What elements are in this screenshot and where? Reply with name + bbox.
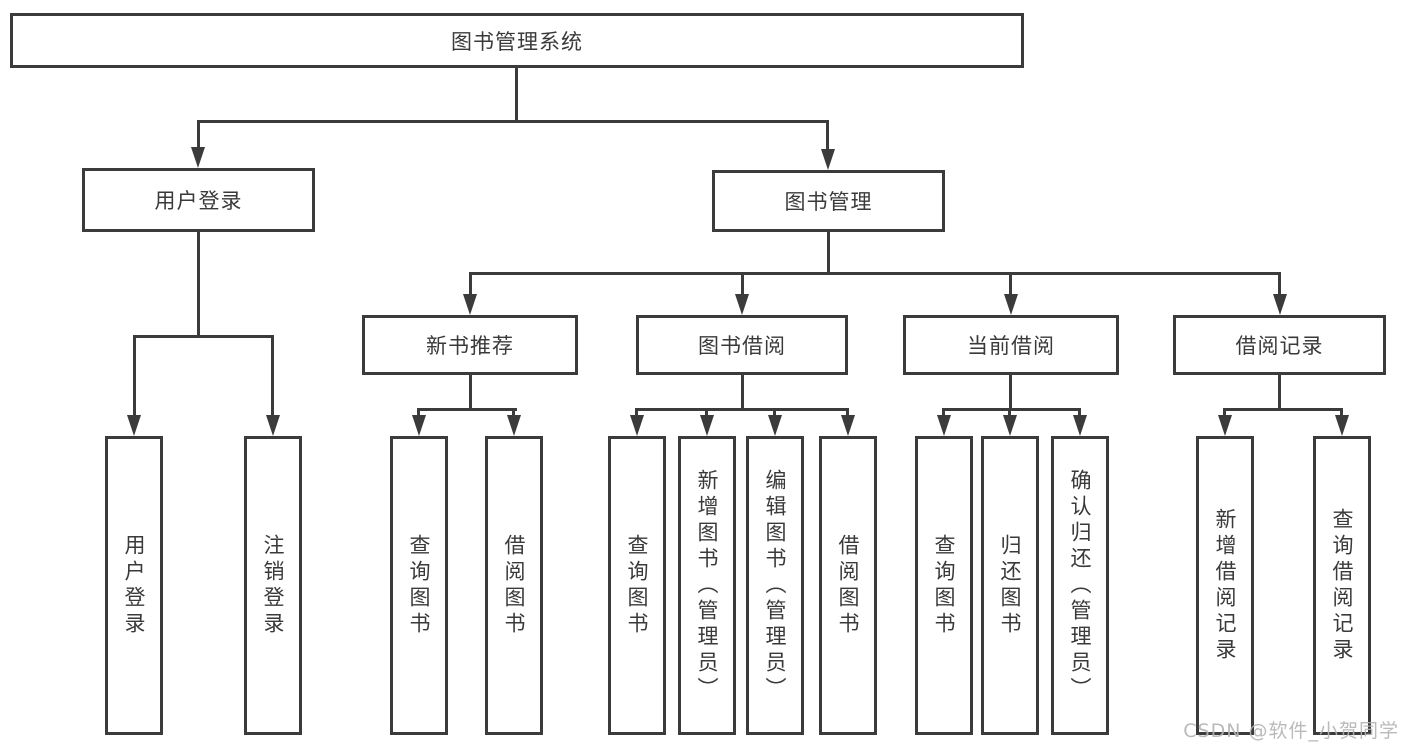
arrow-down-icon [1073, 415, 1087, 436]
connector-line [773, 408, 776, 415]
leaf-query-borrow-record-label: 查询借阅记录 [1330, 507, 1354, 664]
leaf-query-borrow-record: 查询借阅记录 [1313, 436, 1371, 735]
node-book-borrowing-label: 图书借阅 [698, 334, 786, 358]
connector-line [1009, 272, 1012, 294]
connector-line [827, 232, 830, 272]
leaf-confirm-return-admin-label: 确认归还（管理员） [1068, 468, 1092, 703]
connector-line [271, 335, 274, 415]
connector-line [846, 408, 849, 415]
node-book-management: 图书管理 [712, 170, 945, 232]
connector-line [197, 120, 829, 123]
leaf-return-books-label: 归还图书 [998, 533, 1022, 638]
connector-line [1340, 408, 1343, 415]
leaf-edit-book-admin: 编辑图书（管理员） [746, 436, 804, 735]
leaf-logout: 注销登录 [244, 436, 302, 735]
leaf-query-books-current-label: 查询图书 [932, 533, 956, 638]
node-new-book-recommend: 新书推荐 [362, 315, 578, 375]
connector-line [1278, 272, 1281, 294]
arrow-down-icon [1335, 415, 1349, 436]
connector-line [1223, 408, 1226, 415]
leaf-edit-book-admin-label: 编辑图书（管理员） [763, 468, 787, 703]
arrow-down-icon [507, 415, 521, 436]
leaf-add-book-admin: 新增图书（管理员） [678, 436, 736, 735]
leaf-borrow-books-borrowing-label: 借阅图书 [836, 533, 860, 638]
arrow-down-icon [821, 149, 835, 170]
node-borrowing-records-label: 借阅记录 [1235, 334, 1324, 358]
arrow-down-icon [127, 415, 141, 436]
connector-line [1224, 408, 1343, 411]
node-user-login: 用户登录 [82, 168, 315, 232]
node-book-borrowing: 图书借阅 [636, 315, 848, 375]
connector-line [418, 408, 517, 411]
arrow-down-icon [937, 415, 951, 436]
arrow-down-icon [841, 415, 855, 436]
leaf-borrow-books-borrowing: 借阅图书 [819, 436, 877, 735]
leaf-query-books-borrowing: 查询图书 [608, 436, 666, 735]
connector-line [469, 375, 472, 408]
node-user-login-label: 用户登录 [154, 189, 243, 213]
connector-line [741, 375, 744, 408]
leaf-query-books-borrowing-label: 查询图书 [625, 533, 649, 638]
leaf-borrow-books-recommend-label: 借阅图书 [502, 533, 526, 638]
node-new-book-recommend-label: 新书推荐 [426, 334, 514, 358]
arrow-down-icon [266, 415, 280, 436]
connector-line [1008, 408, 1011, 415]
node-library-system-label: 图书管理系统 [451, 29, 583, 54]
leaf-add-borrow-record-label: 新增借阅记录 [1213, 507, 1237, 664]
connector-line [197, 120, 200, 148]
connector-line [826, 120, 829, 150]
connector-line [469, 272, 472, 294]
arrow-down-icon [1003, 415, 1017, 436]
leaf-user-login: 用户登录 [105, 436, 163, 735]
arrow-down-icon [700, 415, 714, 436]
connector-line [741, 272, 744, 294]
arrow-down-icon [630, 415, 644, 436]
arrow-down-icon [1273, 294, 1287, 315]
arrow-down-icon [1004, 294, 1018, 315]
watermark: CSDN @软件_小贺同学 [1183, 720, 1399, 742]
node-borrowing-records: 借阅记录 [1173, 315, 1386, 375]
arrow-down-icon [1218, 415, 1232, 436]
connector-line [1078, 408, 1081, 415]
leaf-query-books-recommend: 查询图书 [390, 436, 448, 735]
connector-line [705, 408, 708, 415]
connector-line [133, 335, 136, 415]
leaf-user-login-label: 用户登录 [122, 533, 146, 638]
arrow-down-icon [412, 415, 426, 436]
leaf-query-books-current: 查询图书 [915, 436, 973, 735]
node-library-system: 图书管理系统 [10, 13, 1024, 68]
connector-line [636, 408, 849, 411]
connector-line [133, 335, 274, 338]
connector-line [469, 272, 1281, 275]
leaf-return-books: 归还图书 [981, 436, 1039, 735]
node-book-management-label: 图书管理 [784, 190, 873, 214]
arrow-down-icon [191, 147, 205, 168]
leaf-confirm-return-admin: 确认归还（管理员） [1051, 436, 1109, 735]
connector-line [417, 408, 420, 415]
connector-line [1009, 375, 1012, 408]
arrow-down-icon [463, 294, 477, 315]
node-current-borrowing-label: 当前借阅 [967, 334, 1055, 358]
connector-line [942, 408, 945, 415]
connector-line [515, 68, 518, 120]
leaf-borrow-books-recommend: 借阅图书 [485, 436, 543, 735]
connector-line [197, 232, 200, 335]
leaf-add-book-admin-label: 新增图书（管理员） [695, 468, 719, 703]
node-current-borrowing: 当前借阅 [903, 315, 1119, 375]
arrow-down-icon [768, 415, 782, 436]
connector-line [635, 408, 638, 415]
leaf-add-borrow-record: 新增借阅记录 [1196, 436, 1254, 735]
connector-line [943, 408, 1081, 411]
arrow-down-icon [735, 294, 749, 315]
connector-line [512, 408, 515, 415]
leaf-query-books-recommend-label: 查询图书 [407, 533, 431, 638]
leaf-logout-label: 注销登录 [261, 533, 285, 638]
connector-line [1278, 375, 1281, 408]
